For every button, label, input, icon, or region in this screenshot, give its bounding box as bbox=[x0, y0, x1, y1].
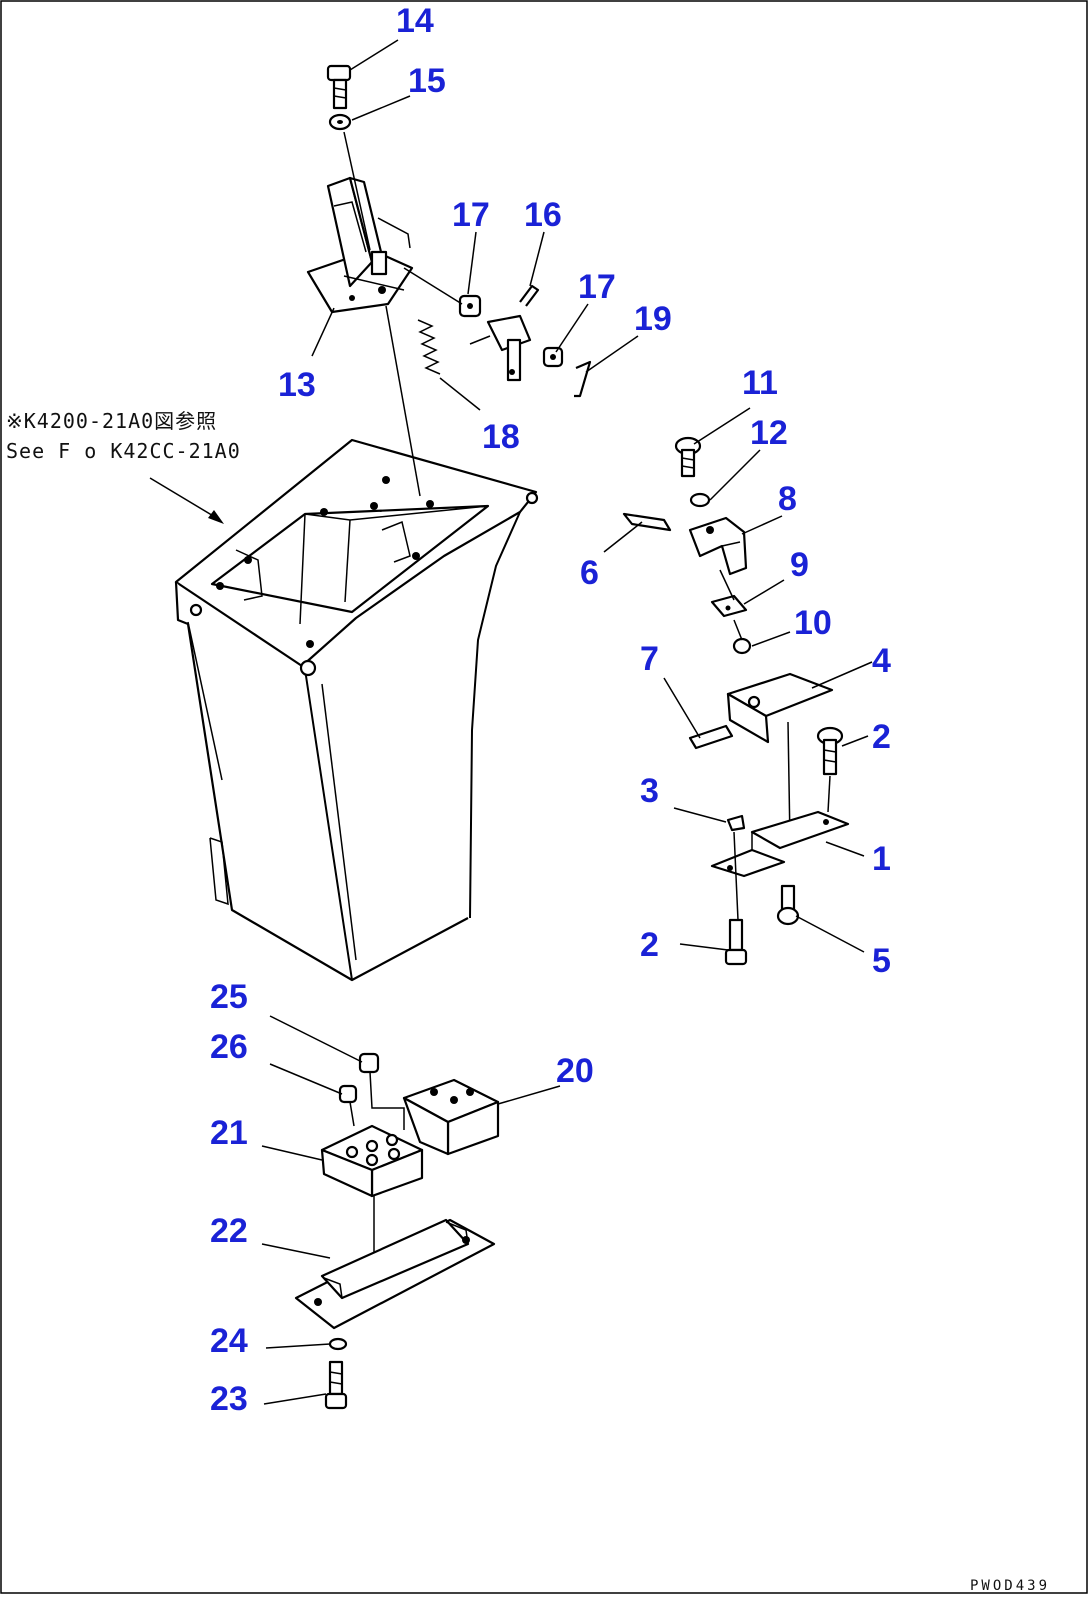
bolt-23 bbox=[324, 1360, 348, 1410]
callout-23: 23 bbox=[210, 1380, 248, 1418]
callout-2-lower: 2 bbox=[640, 926, 659, 964]
connector-21 bbox=[320, 1124, 424, 1198]
washer-3 bbox=[726, 814, 746, 832]
callout-3: 3 bbox=[640, 772, 659, 810]
washer-24 bbox=[328, 1337, 348, 1351]
callout-19: 19 bbox=[634, 300, 672, 338]
callout-9: 9 bbox=[790, 546, 809, 584]
bolt-5 bbox=[776, 884, 800, 926]
nut-25 bbox=[358, 1052, 380, 1074]
callout-26: 26 bbox=[210, 1028, 248, 1066]
lever-bracket-assembly bbox=[306, 176, 414, 314]
connector-20 bbox=[402, 1078, 500, 1156]
callout-25: 25 bbox=[210, 978, 248, 1016]
bolt-11 bbox=[674, 436, 702, 478]
spring-18 bbox=[417, 319, 441, 375]
console-housing bbox=[174, 438, 539, 982]
bracket-8 bbox=[688, 516, 748, 576]
callout-10: 10 bbox=[794, 604, 832, 642]
nut-26 bbox=[338, 1084, 358, 1104]
callout-12: 12 bbox=[750, 414, 788, 452]
reference-note-jp: ※K4200-21A0図参照 bbox=[6, 409, 217, 433]
callout-16: 16 bbox=[524, 196, 562, 234]
reference-note: ※K4200-21A0図参照 See F o K42CC-21A0 bbox=[6, 409, 241, 524]
callout-24: 24 bbox=[210, 1322, 248, 1360]
callout-13: 13 bbox=[278, 366, 316, 404]
bolt-2-lower bbox=[724, 918, 748, 966]
pin-7 bbox=[688, 724, 734, 750]
block-4 bbox=[726, 672, 834, 744]
callout-2-upper: 2 bbox=[872, 718, 891, 756]
callout-labels: 14 15 17 16 17 19 13 18 11 12 8 6 9 10 7… bbox=[210, 2, 891, 1418]
callout-5: 5 bbox=[872, 942, 891, 980]
pin-19 bbox=[574, 360, 592, 398]
callout-21: 21 bbox=[210, 1114, 248, 1152]
plate-1 bbox=[710, 810, 850, 878]
bolt-14 bbox=[326, 64, 352, 110]
frame-22 bbox=[294, 1218, 496, 1330]
plate-9 bbox=[710, 594, 748, 618]
callout-11: 11 bbox=[742, 364, 778, 402]
callout-17-upper: 17 bbox=[452, 196, 490, 234]
callout-6: 6 bbox=[580, 554, 599, 592]
callout-20: 20 bbox=[556, 1052, 594, 1090]
bolt-2-upper bbox=[816, 726, 844, 776]
callout-17-lower: 17 bbox=[578, 268, 616, 306]
callout-22: 22 bbox=[210, 1212, 248, 1250]
figure-code: PWOD439 bbox=[970, 1578, 1050, 1594]
callout-4: 4 bbox=[872, 642, 891, 680]
callout-18: 18 bbox=[482, 418, 520, 456]
link-16 bbox=[403, 267, 540, 382]
washer-12 bbox=[689, 492, 711, 508]
pin-6 bbox=[622, 512, 672, 532]
leader-lines bbox=[261, 39, 873, 1405]
callout-7: 7 bbox=[640, 640, 659, 678]
callout-1: 1 bbox=[872, 840, 891, 878]
reference-note-en: See F o K42CC-21A0 bbox=[6, 439, 241, 463]
callout-15: 15 bbox=[408, 62, 446, 100]
callout-8: 8 bbox=[778, 480, 797, 518]
spring-washer-10 bbox=[732, 637, 752, 655]
nut-17-left bbox=[458, 294, 482, 318]
callout-14: 14 bbox=[396, 2, 434, 40]
nut-17-right bbox=[542, 346, 564, 368]
